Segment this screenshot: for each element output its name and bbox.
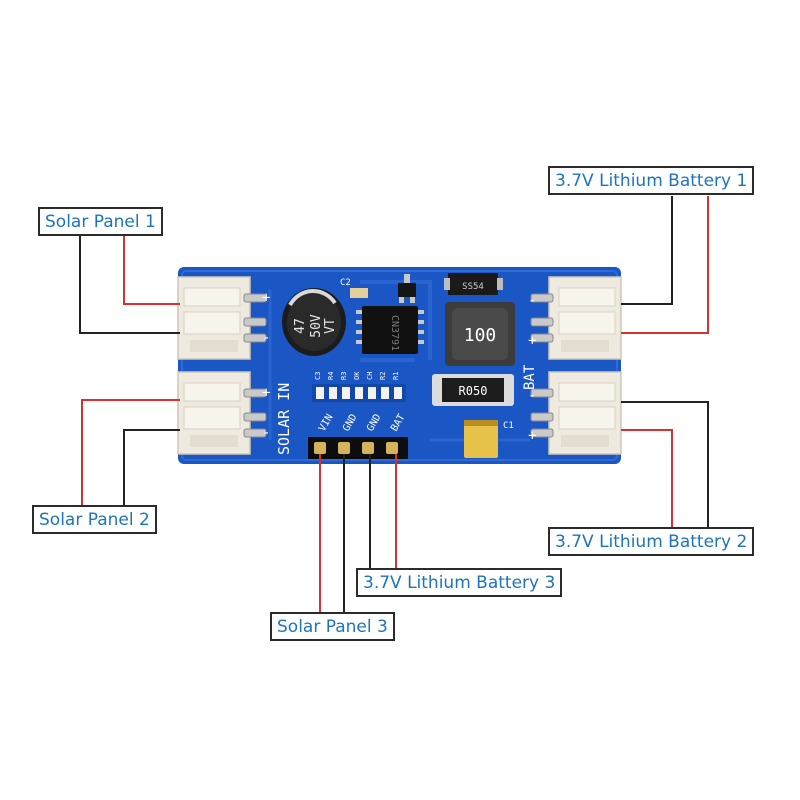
plus-mark: +	[262, 290, 270, 306]
capacitor-label-1: 47	[293, 318, 308, 334]
plus-mark: +	[528, 333, 536, 349]
chip-label: CN3791	[389, 315, 400, 351]
capacitor-label-2: 50V	[309, 314, 324, 338]
wire-solar2-positive	[81, 399, 180, 505]
led-label: R3	[340, 372, 348, 380]
plus-mark: +	[528, 428, 536, 444]
wire-battery2-positive	[621, 429, 673, 527]
c1-label: C1	[503, 421, 514, 431]
electrolytic-capacitor: 47 50V VT	[282, 288, 346, 356]
minus-mark: -	[262, 425, 270, 441]
solar-connector-2	[177, 371, 267, 455]
inductor-label: 100	[464, 325, 497, 346]
led-label: CH	[366, 372, 374, 380]
bat-silkscreen: BAT	[522, 364, 538, 390]
label-solar-panel-3: Solar Panel 3	[270, 612, 395, 641]
wire-solar1-negative	[79, 235, 180, 334]
wire-battery2-negative	[621, 401, 709, 527]
capacitor-c2: C2	[340, 278, 368, 298]
solar-in-silkscreen: SOLAR IN	[275, 383, 293, 455]
minus-mark: -	[262, 330, 270, 346]
wire-solar2-negative	[123, 429, 180, 505]
plus-mark: +	[262, 385, 270, 401]
battery-connector-1	[530, 276, 622, 360]
pin-header: VIN GND GND BAT	[308, 412, 408, 459]
led-label: R1	[392, 372, 400, 380]
resistor-label: R050	[459, 384, 488, 398]
capacitor-c1: C1	[464, 420, 514, 458]
label-battery-2: 3.7V Lithium Battery 2	[548, 527, 755, 556]
diode-label: SS54	[462, 282, 484, 292]
wire-solar1-positive	[123, 235, 180, 305]
shunt-resistor: R050	[432, 374, 514, 406]
pcb-edge	[181, 270, 618, 461]
led-label: R2	[379, 372, 387, 380]
wire-battery1-positive	[621, 196, 709, 334]
controller-chip: CN3791	[356, 306, 424, 354]
label-solar-panel-1: Solar Panel 1	[38, 207, 163, 236]
wires	[79, 196, 709, 612]
solar-connector-1	[177, 276, 267, 360]
inductor: 100	[445, 302, 515, 366]
led-label: OK	[353, 371, 361, 380]
battery-connector-2	[530, 371, 622, 455]
schottky-diode: SS54	[444, 273, 503, 295]
label-battery-1: 3.7V Lithium Battery 1	[548, 166, 755, 195]
smd-components: C3 R4 R3 OK CH R2 R1	[312, 371, 406, 402]
minus-mark: -	[528, 388, 536, 404]
label-solar-panel-2: Solar Panel 2	[32, 505, 157, 534]
pcb-trace	[360, 280, 432, 362]
polarity-marks: + - + - - + - +	[262, 290, 536, 444]
transistor	[398, 274, 416, 303]
capacitor-label-3: VT	[323, 318, 338, 334]
led-label: R4	[327, 372, 335, 380]
c2-label: C2	[340, 278, 351, 288]
label-battery-3: 3.7V Lithium Battery 3	[356, 568, 563, 597]
led-label: C3	[314, 372, 322, 380]
wire-battery1-negative	[621, 196, 673, 305]
minus-mark: -	[528, 293, 536, 309]
